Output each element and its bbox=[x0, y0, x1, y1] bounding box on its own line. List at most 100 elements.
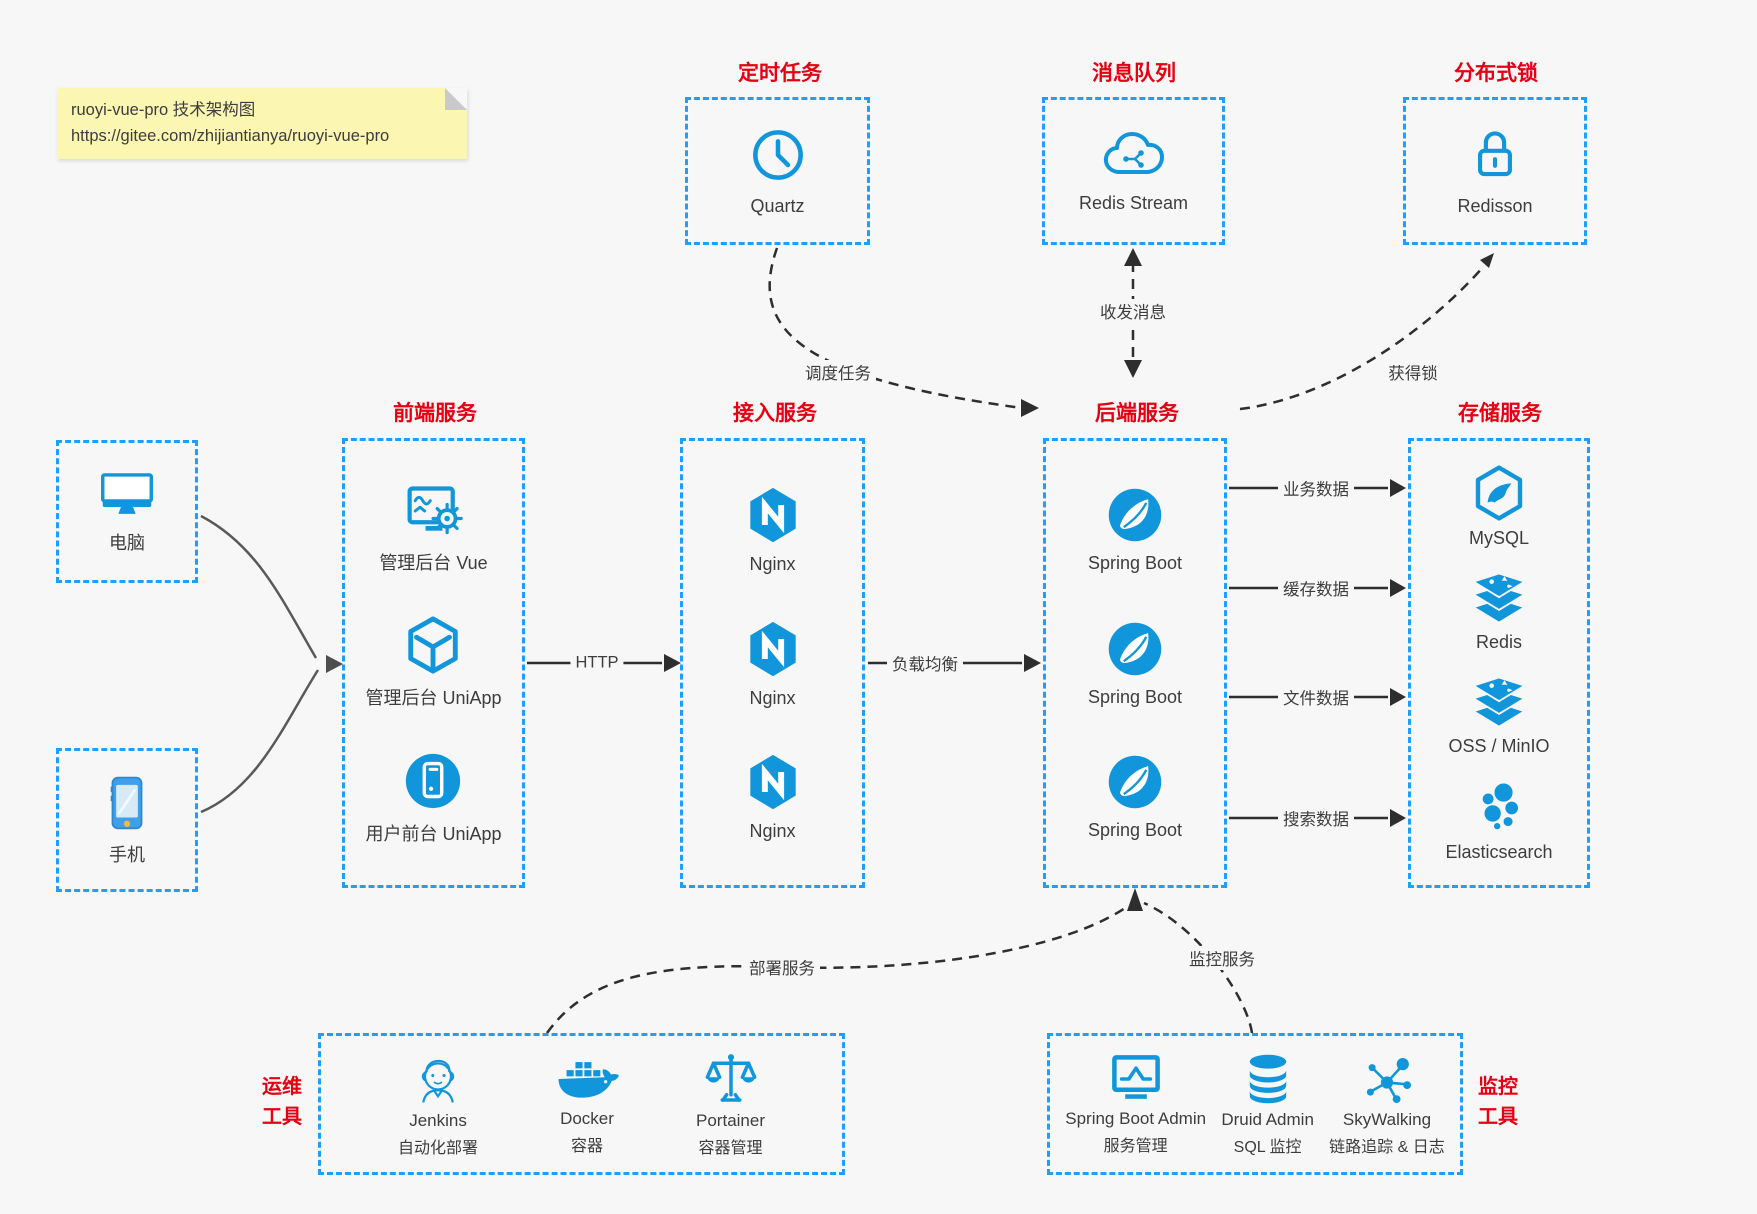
box-ops-tools: Jenkins 自动化部署 Docker 容器 bbox=[318, 1033, 845, 1175]
storage-item-mysql: MySQL bbox=[1469, 463, 1529, 549]
docker-icon bbox=[555, 1052, 620, 1106]
title-monitor-tools: 监控 工具 bbox=[1468, 1072, 1528, 1132]
title-ops-line1: 运维 bbox=[262, 1076, 302, 1098]
arrowhead-load-balance bbox=[1024, 654, 1041, 672]
ops-item-jenkins: Jenkins 自动化部署 bbox=[398, 1050, 478, 1158]
edge-label-http: HTTP bbox=[570, 653, 624, 673]
arrowhead-schedule-task bbox=[1021, 399, 1039, 417]
edge-label-acquire-lock: 获得锁 bbox=[1383, 360, 1443, 384]
portainer-icon bbox=[703, 1050, 759, 1108]
label-phone: 手机 bbox=[109, 844, 145, 865]
box-frontend: 管理后台 Vue 管理后台 UniApp bbox=[342, 438, 525, 888]
title-monitor-line1: 监控 bbox=[1478, 1076, 1518, 1098]
note-url: https://gitee.com/zhijiantianya/ruoyi-vu… bbox=[71, 126, 390, 145]
title-message-queue: 消息队列 bbox=[1092, 62, 1176, 85]
edge-label-load-balance: 负载均衡 bbox=[887, 651, 963, 675]
label-druid-admin: Druid Admin bbox=[1221, 1110, 1314, 1129]
arrowhead-cache-data bbox=[1390, 579, 1406, 597]
edge-schedule-task bbox=[768, 247, 1023, 410]
monitor-item-sba: Spring Boot Admin 服务管理 bbox=[1065, 1052, 1206, 1156]
computer-icon bbox=[97, 468, 157, 520]
label-redisson: Redisson bbox=[1457, 195, 1533, 216]
title-ops-tools: 运维 工具 bbox=[252, 1072, 312, 1132]
title-frontend: 前端服务 bbox=[393, 402, 477, 425]
nginx-icon bbox=[744, 618, 802, 680]
redis-stack-icon bbox=[1468, 571, 1530, 627]
uniapp-cube-icon bbox=[402, 614, 464, 676]
box-quartz: Quartz bbox=[685, 97, 870, 245]
arrowhead-business-data bbox=[1390, 479, 1406, 497]
desc-druid-admin: SQL 监控 bbox=[1233, 1139, 1302, 1156]
box-monitor-tools: Spring Boot Admin 服务管理 Druid Admin S bbox=[1047, 1033, 1463, 1175]
spring-boot-admin-icon bbox=[1107, 1052, 1165, 1106]
edge-label-message: 收发消息 bbox=[1095, 299, 1171, 323]
label-redis-stream: Redis Stream bbox=[1078, 192, 1189, 213]
box-phone: 手机 bbox=[56, 748, 198, 892]
label-nginx-1: Nginx bbox=[749, 553, 796, 574]
nginx-icon bbox=[744, 484, 802, 546]
backend-item-spring-3: Spring Boot bbox=[1088, 752, 1182, 841]
title-storage: 存储服务 bbox=[1458, 402, 1542, 425]
storage-item-elasticsearch: Elasticsearch bbox=[1445, 779, 1553, 863]
jenkins-icon bbox=[412, 1050, 464, 1108]
label-admin-vue: 管理后台 Vue bbox=[379, 552, 488, 573]
label-mysql: MySQL bbox=[1468, 528, 1529, 548]
arrowhead-into-frontend bbox=[326, 655, 343, 673]
ops-item-docker: Docker 容器 bbox=[555, 1052, 620, 1156]
storage-item-redis: Redis bbox=[1468, 571, 1530, 653]
title-distributed-lock: 分布式锁 bbox=[1454, 62, 1538, 85]
oss-stack-icon bbox=[1468, 675, 1530, 731]
desc-portainer: 容器管理 bbox=[698, 1140, 763, 1157]
label-jenkins: Jenkins bbox=[409, 1111, 467, 1130]
edge-computer-frontend bbox=[200, 514, 318, 659]
label-spring-3: Spring Boot bbox=[1087, 819, 1183, 840]
title-monitor-line2: 工具 bbox=[1478, 1106, 1518, 1128]
title-ops-line2: 工具 bbox=[262, 1106, 302, 1128]
label-spring-1: Spring Boot bbox=[1087, 553, 1183, 574]
desc-jenkins: 自动化部署 bbox=[398, 1140, 479, 1157]
box-redisson: Redisson bbox=[1403, 97, 1587, 245]
label-nginx-2: Nginx bbox=[749, 687, 796, 708]
label-skywalking: SkyWalking bbox=[1342, 1110, 1432, 1129]
note-title: ruoyi-vue-pro 技术架构图 bbox=[71, 101, 256, 119]
label-docker: Docker bbox=[560, 1109, 614, 1128]
frontend-item-admin-uniapp: 管理后台 UniApp bbox=[365, 614, 502, 710]
label-computer: 电脑 bbox=[109, 533, 145, 553]
mysql-icon bbox=[1471, 463, 1527, 523]
edge-label-cache-data: 缓存数据 bbox=[1278, 576, 1354, 600]
gateway-item-nginx-2: Nginx bbox=[744, 618, 802, 709]
edge-label-search-data: 搜索数据 bbox=[1278, 806, 1354, 830]
edge-label-deploy-service: 部署服务 bbox=[744, 955, 820, 979]
arrowhead-search-data bbox=[1390, 809, 1406, 827]
arrowhead-message-up bbox=[1124, 248, 1142, 266]
label-portainer: Portainer bbox=[696, 1111, 765, 1130]
label-spring-boot-admin: Spring Boot Admin bbox=[1065, 1109, 1207, 1128]
label-spring-2: Spring Boot bbox=[1087, 686, 1183, 707]
label-nginx-3: Nginx bbox=[749, 821, 796, 842]
box-storage: MySQL Redis bbox=[1408, 438, 1590, 888]
label-oss-minio: OSS / MinIO bbox=[1448, 736, 1550, 756]
box-backend: Spring Boot Spring Boot Spring Boot bbox=[1043, 438, 1227, 888]
admin-vue-icon bbox=[402, 481, 466, 541]
desc-skywalking: 链路追踪 & 日志 bbox=[1329, 1139, 1445, 1156]
ops-item-portainer: Portainer 容器管理 bbox=[696, 1050, 765, 1158]
spring-boot-icon bbox=[1105, 485, 1165, 545]
arrowhead-message-down bbox=[1124, 360, 1142, 378]
spring-boot-icon bbox=[1105, 619, 1165, 679]
edge-deploy-service bbox=[545, 904, 1129, 1034]
edge-phone-frontend bbox=[200, 669, 320, 814]
label-user-uniapp: 用户前台 UniApp bbox=[365, 823, 502, 844]
lock-icon bbox=[1468, 126, 1522, 184]
edge-label-schedule-task: 调度任务 bbox=[800, 360, 876, 384]
arrowhead-http bbox=[664, 654, 681, 672]
user-app-icon bbox=[402, 750, 464, 812]
frontend-item-user-uniapp: 用户前台 UniApp bbox=[365, 750, 502, 846]
frontend-item-admin-vue: 管理后台 Vue bbox=[379, 481, 488, 575]
gateway-item-nginx-3: Nginx bbox=[744, 751, 802, 842]
edge-label-business-data: 业务数据 bbox=[1278, 476, 1354, 500]
backend-item-spring-2: Spring Boot bbox=[1088, 619, 1182, 708]
box-computer: 电脑 bbox=[56, 440, 198, 583]
edge-acquire-lock bbox=[1239, 265, 1485, 411]
sticky-note: ruoyi-vue-pro 技术架构图 https://gitee.com/zh… bbox=[57, 88, 467, 160]
